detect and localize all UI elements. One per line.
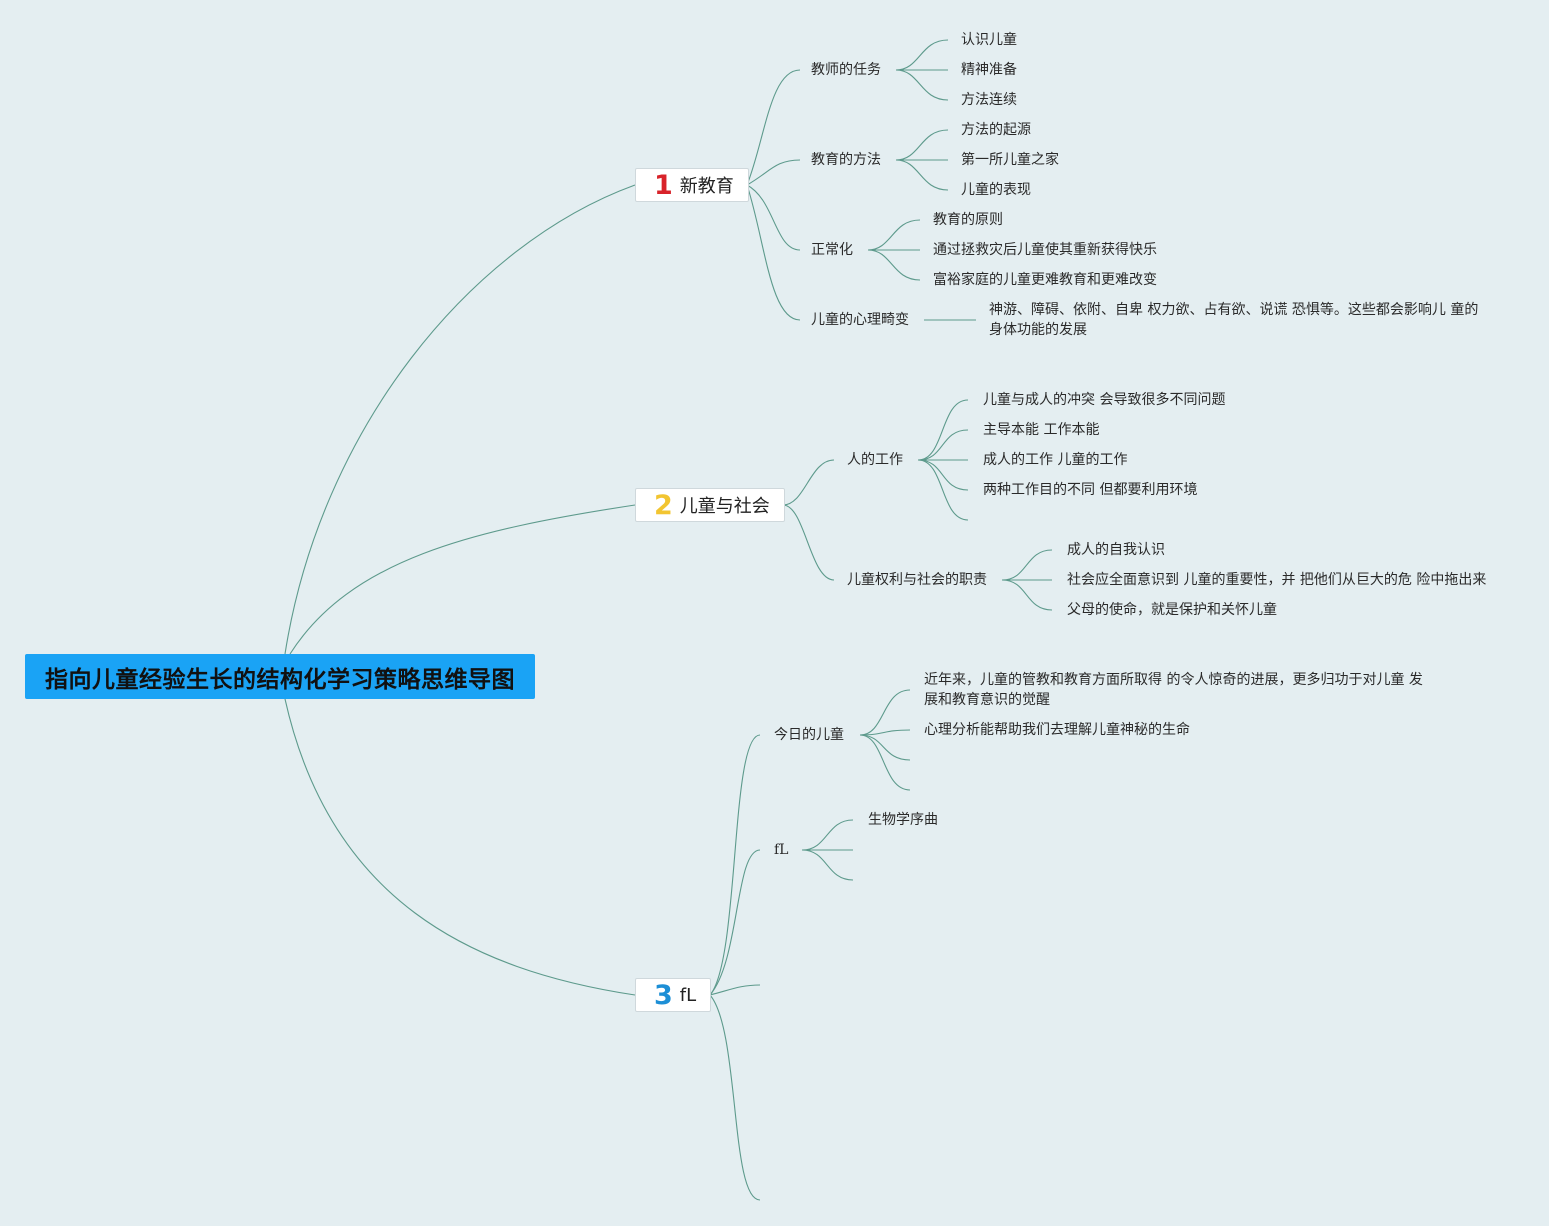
- link-b2-s2: [782, 504, 835, 581]
- subtopic-education-method[interactable]: 教育的方法: [811, 152, 881, 168]
- link-b3s1-l2: [859, 729, 911, 736]
- subtopic-teacher-task[interactable]: 教师的任务: [811, 62, 881, 78]
- link-b1-s1: [746, 69, 801, 186]
- branch-fl[interactable]: 3 fL: [635, 978, 712, 1012]
- link-root-branch-2: [289, 504, 636, 655]
- link-b3s1-l1: [859, 689, 911, 736]
- link-b3-s1: [709, 734, 761, 996]
- leaf-node[interactable]: 社会应全面意识到 儿童的重要性，并 把他们从巨大的危 险中拖出来: [1067, 572, 1487, 588]
- leaf-node[interactable]: 第一所儿童之家: [961, 152, 1059, 168]
- leaf-node[interactable]: 儿童与成人的冲突 会导致很多不同问题: [983, 392, 1226, 408]
- link-b1s2-l1: [895, 129, 949, 161]
- branch-child-and-society[interactable]: 2 儿童与社会: [635, 488, 785, 522]
- link-b3s2-l3: [801, 849, 854, 881]
- leaf-node[interactable]: 精神准备: [961, 62, 1017, 78]
- leaf-node[interactable]: 教育的原则: [933, 212, 1003, 228]
- branch-label: 儿童与社会: [679, 496, 770, 517]
- leaf-node[interactable]: 通过拯救灾后儿童使其重新获得快乐: [933, 242, 1157, 258]
- link-b3s2-l1: [801, 819, 854, 851]
- leaf-node[interactable]: 认识儿童: [961, 32, 1017, 48]
- link-b1s1-l3: [895, 69, 949, 101]
- leaf-node[interactable]: 成人的工作 儿童的工作: [983, 452, 1128, 468]
- link-b2s1-l5: [917, 459, 969, 521]
- subtopic-fl[interactable]: fL: [774, 842, 789, 858]
- link-b1-s2: [746, 159, 801, 186]
- subtopic-human-work[interactable]: 人的工作: [847, 452, 903, 468]
- number-badge-1: 1: [654, 169, 673, 201]
- link-b2-s1: [782, 459, 835, 506]
- link-b3-s3: [709, 984, 761, 996]
- link-root-branch-1: [284, 184, 636, 655]
- link-b1s3-l3: [867, 249, 921, 281]
- link-b1s3-l1: [867, 219, 921, 251]
- branch-label: fL: [679, 984, 697, 1006]
- leaf-node[interactable]: 儿童的表现: [961, 182, 1031, 198]
- link-b2s1-l4: [917, 459, 969, 491]
- link-b2s2-l1: [1001, 549, 1053, 581]
- link-b1-s3: [746, 184, 801, 251]
- leaf-node[interactable]: 主导本能 工作本能: [983, 422, 1100, 438]
- branch-label: 新教育: [679, 176, 734, 197]
- leaf-node[interactable]: 生物学序曲: [868, 812, 938, 828]
- link-b2s2-l3: [1001, 579, 1053, 611]
- link-b1s1-l1: [895, 39, 949, 71]
- subtopic-child-rights[interactable]: 儿童权利与社会的职责: [847, 572, 987, 588]
- number-badge-2: 2: [654, 489, 673, 521]
- leaf-node[interactable]: 神游、障碍、依附、自卑 权力欲、占有欲、说谎 恐惧等。这些都会影响儿 童的身体功…: [989, 302, 1479, 338]
- link-b3s1-l3: [859, 734, 911, 761]
- link-b2s1-l2: [917, 429, 969, 461]
- link-b3-s4: [709, 994, 761, 1201]
- link-b1s2-l3: [895, 159, 949, 191]
- subtopic-normalization[interactable]: 正常化: [811, 242, 853, 258]
- link-b2s1-l1: [917, 399, 969, 461]
- link-root-branch-3: [284, 698, 636, 996]
- link-b1-s4: [746, 184, 801, 321]
- leaf-node[interactable]: 成人的自我认识: [1067, 542, 1165, 558]
- leaf-node[interactable]: 父母的使命，就是保护和关怀儿童: [1067, 602, 1277, 618]
- leaf-node[interactable]: 两种工作目的不同 但都要利用环境: [983, 482, 1198, 498]
- link-b3s1-l4: [859, 734, 911, 791]
- number-badge-3: 3: [654, 979, 673, 1011]
- leaf-node[interactable]: 方法连续: [961, 92, 1017, 108]
- leaf-node[interactable]: 心理分析能帮助我们去理解儿童神秘的生命: [924, 722, 1190, 738]
- leaf-node[interactable]: 方法的起源: [961, 122, 1031, 138]
- link-b3-s2: [709, 849, 761, 996]
- connector-lines: [284, 39, 1053, 1201]
- leaf-node[interactable]: 富裕家庭的儿童更难教育和更难改变: [933, 272, 1157, 288]
- branch-new-education[interactable]: 1 新教育: [635, 168, 749, 202]
- leaf-node[interactable]: 近年来，儿童的管教和教育方面所取得 的令人惊奇的进展，更多归功于对儿童 发展和教…: [924, 672, 1423, 708]
- subtopic-today-child[interactable]: 今日的儿童: [774, 727, 844, 743]
- root-topic[interactable]: 指向儿童经验生长的结构化学习策略思维导图: [25, 654, 535, 699]
- subtopic-mental-deviation[interactable]: 儿童的心理畸变: [811, 312, 909, 328]
